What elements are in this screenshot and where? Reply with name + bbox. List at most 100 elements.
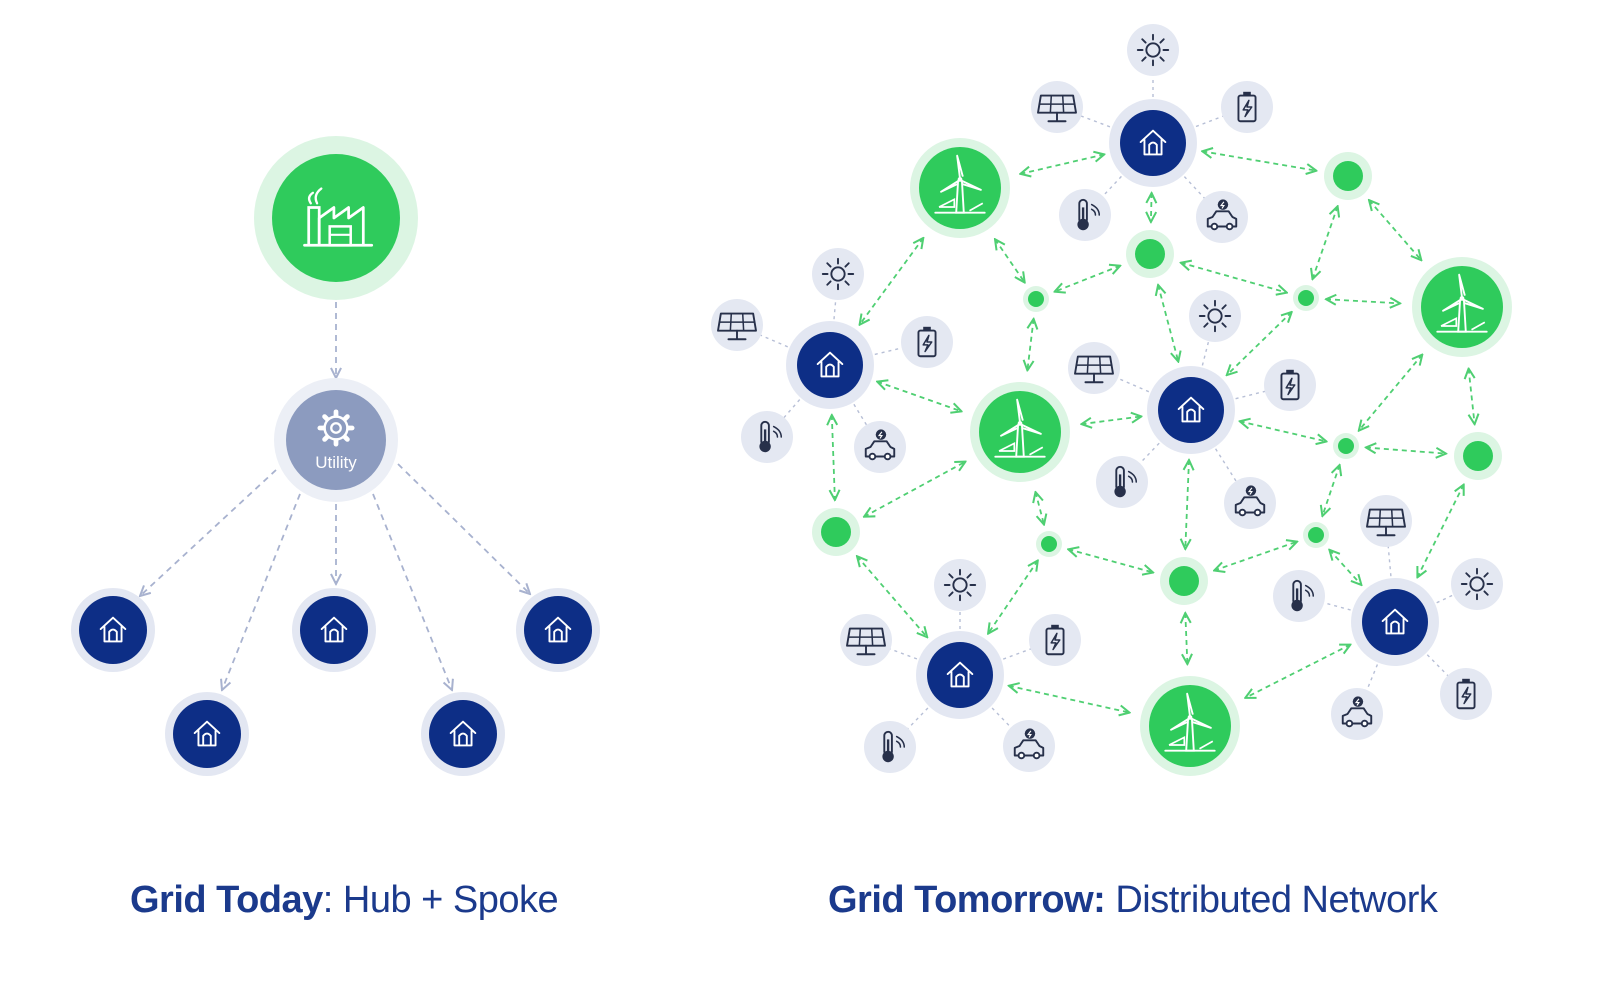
car-icon [1234,485,1266,517]
wind-turbine-node-4 [1140,676,1240,776]
solar-icon [1366,508,1406,537]
house-icon [320,616,348,643]
h1-thermo-device [1059,189,1111,241]
wind-turbine-node-2 [970,382,1070,482]
wind-turbine-node-1 [910,138,1010,238]
thermo-icon [882,730,906,763]
home-node-3 [516,588,600,672]
network-home-node-2 [786,321,874,409]
factory-icon [303,187,374,247]
h4-car-device [1003,720,1055,772]
h1-car-device [1196,191,1248,243]
h5-solar-device [1360,495,1412,547]
h4-solar-device [840,614,892,666]
grid-node-5 [1454,432,1502,480]
solar-icon [1074,355,1114,384]
house-icon [946,661,974,688]
grid-node-4 [1160,557,1208,605]
house-icon [1381,608,1409,635]
h3-battery-device [1264,359,1316,411]
h2-battery-device [901,316,953,368]
sun-icon [1460,567,1494,601]
h4-battery-device [1029,614,1081,666]
solar-icon [717,312,757,341]
network-home-node-4 [916,631,1004,719]
grid-today-caption: Grid Today: Hub + Spoke [130,870,559,930]
battery-icon [1280,369,1300,401]
battery-icon [917,326,937,358]
car-icon [1341,696,1373,728]
grid-today-subtitle: : Hub + Spoke [322,879,559,921]
thermo-icon [1114,465,1138,498]
junction-node-2 [1293,285,1319,311]
grid-tomorrow-subtitle: Distributed Network [1105,879,1438,921]
grid-node-3 [812,508,860,556]
turbine-icon [994,398,1046,458]
battery-icon [1045,624,1065,656]
turbine-icon [934,154,986,214]
car-icon [1206,199,1238,231]
home-node-5 [421,692,505,776]
distributed-connections [832,151,1475,712]
solar-icon [1037,94,1077,123]
sun-icon [1198,299,1232,333]
house-icon [816,351,844,378]
grid-node-2 [1126,230,1174,278]
home-node-2 [292,588,376,672]
grid-tomorrow-caption: Grid Tomorrow: Distributed Network [828,870,1438,930]
house-icon [449,720,477,747]
h5-sun-device [1451,558,1503,610]
h1-solar-device [1031,81,1083,133]
car-icon [1013,728,1045,760]
grid-today-title: Grid Today [130,879,323,921]
junction-node-1 [1023,286,1049,312]
solar-icon [846,627,886,656]
sun-icon [943,568,977,602]
battery-icon [1456,678,1476,710]
h5-car-device [1331,688,1383,740]
h4-sun-device [934,559,986,611]
house-icon [193,720,221,747]
h1-sun-device [1127,24,1179,76]
h2-car-device [854,421,906,473]
junction-node-5 [1303,522,1329,548]
house-icon [544,616,572,643]
h1-battery-device [1221,81,1273,133]
h4-thermo-device [864,721,916,773]
h5-battery-device [1440,668,1492,720]
thermo-icon [1291,579,1315,612]
h2-solar-device [711,299,763,351]
house-icon [1139,129,1167,156]
wind-turbine-node-3 [1412,257,1512,357]
turbine-icon [1436,273,1488,333]
h3-solar-device [1068,342,1120,394]
network-home-node-3 [1147,366,1235,454]
turbine-icon [1164,692,1216,752]
gear-icon [317,409,355,447]
hub-spoke-connections [140,302,530,690]
junction-node-4 [1036,531,1062,557]
sun-icon [821,257,855,291]
network-home-node-1 [1109,99,1197,187]
device-connections [758,74,1456,731]
thermo-icon [1077,198,1101,231]
junction-node-3 [1333,433,1359,459]
h3-sun-device [1189,290,1241,342]
h3-thermo-device [1096,456,1148,508]
house-icon [99,616,127,643]
utility-label: Utility [315,453,357,472]
h3-car-device [1224,477,1276,529]
thermo-icon [759,420,783,453]
grid-tomorrow-title: Grid Tomorrow: [828,879,1106,921]
house-icon [1177,396,1205,423]
network-home-node-5 [1351,578,1439,666]
power-plant-node [254,136,418,300]
h2-thermo-device [741,411,793,463]
home-node-1 [71,588,155,672]
sun-icon [1136,33,1170,67]
h5-thermo-device [1273,570,1325,622]
h2-sun-device [812,248,864,300]
car-icon [864,429,896,461]
home-node-4 [165,692,249,776]
